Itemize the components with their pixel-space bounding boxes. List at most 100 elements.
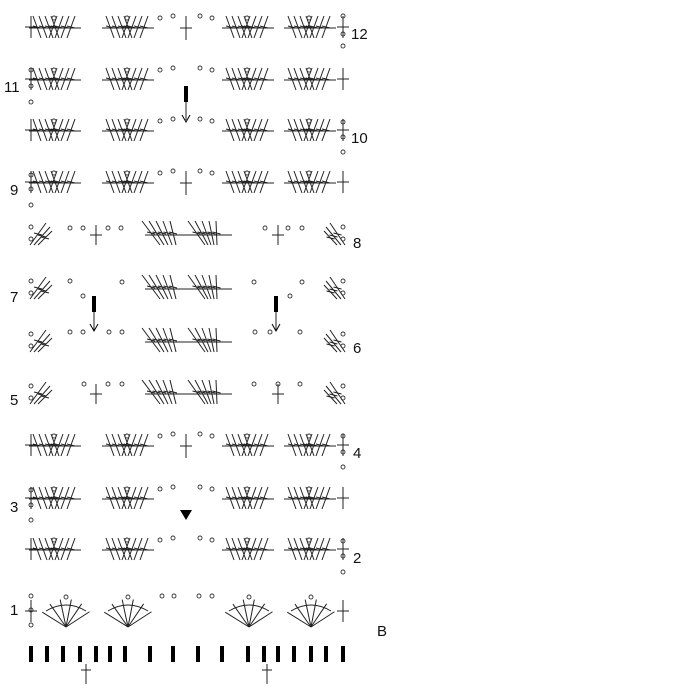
treble-crossbar	[33, 232, 43, 236]
treble-crossbar	[33, 391, 43, 395]
chain-stitch	[340, 383, 346, 389]
chain-stitch	[209, 433, 215, 439]
treble-crossbar	[197, 285, 206, 289]
treble-crossbar	[168, 390, 178, 394]
treble-crossbar	[163, 390, 172, 394]
treble-crossbar	[37, 288, 47, 292]
chain-stitch	[105, 225, 111, 231]
chain-stitch	[299, 225, 305, 231]
chain-stitch	[106, 329, 112, 335]
chain-stitch	[197, 13, 203, 19]
row-label-1: 1	[10, 602, 18, 619]
treble-crossbar	[333, 391, 342, 395]
chain-stitch	[251, 381, 257, 387]
treble-crossbar	[168, 231, 178, 235]
row-label-5: 5	[10, 392, 18, 409]
chain-stitch	[124, 486, 130, 492]
chain-stitch	[51, 537, 57, 543]
treble-crossbar	[326, 343, 335, 347]
treble-crossbar	[157, 285, 167, 289]
treble-crossbar	[168, 285, 178, 289]
chain-stitch	[196, 593, 202, 599]
foundation-bar	[184, 86, 188, 102]
arrow-head-icon	[89, 323, 99, 333]
chart-marks	[25, 13, 349, 684]
fan-stitch	[65, 611, 90, 628]
treble-crossbar	[202, 231, 211, 235]
treble-crossbar	[207, 390, 216, 394]
chain-stitch	[28, 593, 34, 599]
chain-stitch	[28, 67, 34, 73]
foundation-bar	[341, 646, 345, 662]
chain-stitch	[244, 433, 250, 439]
chain-stitch	[306, 537, 312, 543]
chain-stitch	[28, 487, 34, 493]
chain-stitch	[340, 538, 346, 544]
chain-stitch	[159, 593, 165, 599]
chain-stitch	[267, 329, 273, 335]
treble-crossbar	[40, 290, 50, 294]
chain-stitch	[275, 381, 281, 387]
treble-crossbar	[192, 285, 201, 289]
chain-stitch	[81, 381, 87, 387]
treble-crossbar	[192, 338, 201, 342]
chain-stitch	[28, 224, 34, 230]
fan-arc	[45, 604, 87, 612]
treble-crossbar	[146, 285, 156, 289]
chain-stitch	[170, 13, 176, 19]
treble-crossbar	[326, 236, 335, 240]
legend-label-b: B	[377, 623, 387, 640]
fan-arc	[107, 604, 149, 612]
chain-stitch	[125, 594, 131, 600]
chain-stitch	[244, 537, 250, 543]
row-label-9: 9	[10, 182, 18, 199]
fan-stitch	[65, 599, 72, 628]
chain-stitch	[124, 170, 130, 176]
chain-stitch	[340, 119, 346, 125]
foundation-bar	[92, 296, 96, 312]
chain-stitch	[157, 15, 163, 21]
treble-crossbar	[212, 231, 221, 235]
chain-stitch	[157, 118, 163, 124]
chain-stitch	[28, 383, 34, 389]
chain-stitch	[340, 43, 346, 49]
fan-stitch	[121, 599, 129, 628]
fan-stitch	[310, 599, 317, 628]
chain-stitch	[340, 134, 346, 140]
chain-stitch	[340, 331, 346, 337]
chain-stitch	[170, 168, 176, 174]
chain-stitch	[340, 449, 346, 455]
treble-crossbar	[329, 393, 338, 397]
chain-stitch	[209, 15, 215, 21]
fan-stitch	[127, 611, 152, 628]
chain-stitch	[197, 116, 203, 122]
fan-stitch	[242, 599, 250, 628]
chain-stitch	[244, 170, 250, 176]
treble-crossbar	[329, 234, 338, 238]
chain-stitch	[197, 65, 203, 71]
treble-crossbar	[326, 395, 335, 399]
foundation-bar	[94, 646, 98, 662]
foundation-bar	[220, 646, 224, 662]
chain-stitch	[170, 431, 176, 437]
chain-stitch	[340, 31, 346, 37]
chain-stitch	[340, 278, 346, 284]
chain-stitch	[340, 290, 346, 296]
treble-crossbar	[157, 390, 167, 394]
chain-stitch	[197, 168, 203, 174]
treble-crossbar	[37, 234, 47, 238]
chain-stitch	[197, 484, 203, 490]
fan-stitch	[248, 611, 273, 628]
chain-stitch	[80, 225, 86, 231]
chain-stitch	[340, 224, 346, 230]
row-label-4: 4	[353, 445, 361, 462]
treble-crossbar	[157, 338, 167, 342]
treble-crossbar	[326, 290, 335, 294]
chain-stitch	[63, 594, 69, 600]
chain-stitch	[28, 278, 34, 284]
treble-crossbar	[152, 231, 161, 235]
chain-stitch	[306, 118, 312, 124]
chain-stitch	[28, 607, 34, 613]
foundation-bar	[324, 646, 328, 662]
